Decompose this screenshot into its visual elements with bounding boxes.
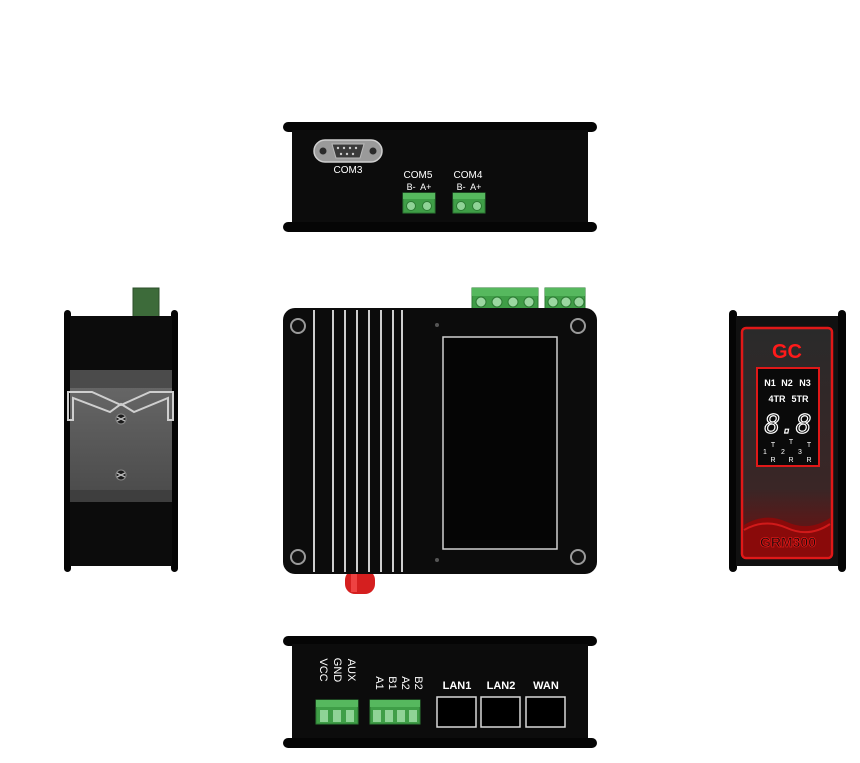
side-rail-right xyxy=(171,310,178,572)
front-rail-left xyxy=(729,310,737,572)
tr-r3: R xyxy=(806,457,811,464)
front-rail-right xyxy=(838,310,846,572)
bottom-view-rail-lower xyxy=(283,738,597,748)
mount-screw-bl xyxy=(290,549,306,565)
com5-pin-labels: B- A+ xyxy=(407,182,432,192)
mount-screw-tr xyxy=(570,318,586,334)
pin-label-gnd: GND xyxy=(331,658,343,683)
left-side-view xyxy=(64,287,178,572)
indicator-window xyxy=(756,367,820,467)
front-panel-view: GC N1 N2 N3 4TR 5TR 8.8 T T T 1 2 3 R R … xyxy=(729,310,846,572)
wan-label: WAN xyxy=(533,680,559,692)
tr-num2: 2 xyxy=(781,449,785,456)
pin-label-b2: B2 xyxy=(412,676,424,689)
din-screw-lower xyxy=(115,469,127,481)
top-view: COM3 COM5 B- A+ COM4 B- A+ xyxy=(283,122,597,232)
top-view-rail-upper xyxy=(283,122,597,132)
rs485-terminal-block xyxy=(369,699,421,725)
heatsink-fins xyxy=(313,310,403,572)
din-screw-upper xyxy=(115,413,127,425)
pin-label-a2: A2 xyxy=(399,676,411,689)
com4-label: COM4 xyxy=(454,170,483,181)
main-view xyxy=(283,287,597,594)
model-label: GRM300 xyxy=(760,534,816,550)
tr-t2: T xyxy=(789,439,794,446)
tr-num1: 1 xyxy=(763,449,767,456)
lan2-label: LAN2 xyxy=(487,680,516,692)
top-view-rail-lower xyxy=(283,222,597,232)
com4-pin-labels: B- A+ xyxy=(457,182,482,192)
segment-display: 8.8 xyxy=(765,410,812,440)
tr-r1: R xyxy=(770,457,775,464)
com5-label: COM5 xyxy=(404,170,433,181)
indicator-4tr: 4TR xyxy=(768,394,786,404)
antenna-connector xyxy=(345,570,375,594)
indicator-n1: N1 xyxy=(764,378,776,388)
pin-label-aux: AUX xyxy=(345,659,357,682)
indicator-n2: N2 xyxy=(781,378,793,388)
pin-label-vcc: VCC xyxy=(317,658,329,681)
bottom-view: VCC GND AUX A1 B1 A2 B2 LAN1 LAN2 WAN xyxy=(283,636,597,748)
mount-dot-bottom xyxy=(435,558,439,562)
mount-screw-br xyxy=(570,549,586,565)
side-rail-left xyxy=(64,310,71,572)
indicator-5tr: 5TR xyxy=(791,394,809,404)
lan1-label: LAN1 xyxy=(443,680,472,692)
pin-label-b1: B1 xyxy=(386,676,398,689)
com3-db9-connector xyxy=(313,139,383,163)
com5-terminal-block xyxy=(402,192,436,214)
din-spring xyxy=(67,391,174,421)
brand-logo: GC xyxy=(772,341,802,363)
com4-terminal-block xyxy=(452,192,486,214)
lan2-port[interactable] xyxy=(480,696,521,728)
tr-r2: R xyxy=(788,457,793,464)
tr-t3: T xyxy=(807,442,812,449)
lan1-port[interactable] xyxy=(436,696,477,728)
indicator-n3: N3 xyxy=(799,378,811,388)
tr-num3: 3 xyxy=(798,449,802,456)
mount-dot-top xyxy=(435,323,439,327)
pin-label-a1: A1 xyxy=(373,676,385,689)
label-panel xyxy=(442,336,558,550)
bottom-view-rail-upper xyxy=(283,636,597,646)
wan-port[interactable] xyxy=(525,696,566,728)
tr-t1: T xyxy=(771,442,776,449)
mount-screw-tl xyxy=(290,318,306,334)
com3-label: COM3 xyxy=(334,165,363,176)
power-terminal-block xyxy=(315,699,359,725)
front-wave-graphic xyxy=(744,517,830,556)
side-terminal-block xyxy=(132,287,160,319)
